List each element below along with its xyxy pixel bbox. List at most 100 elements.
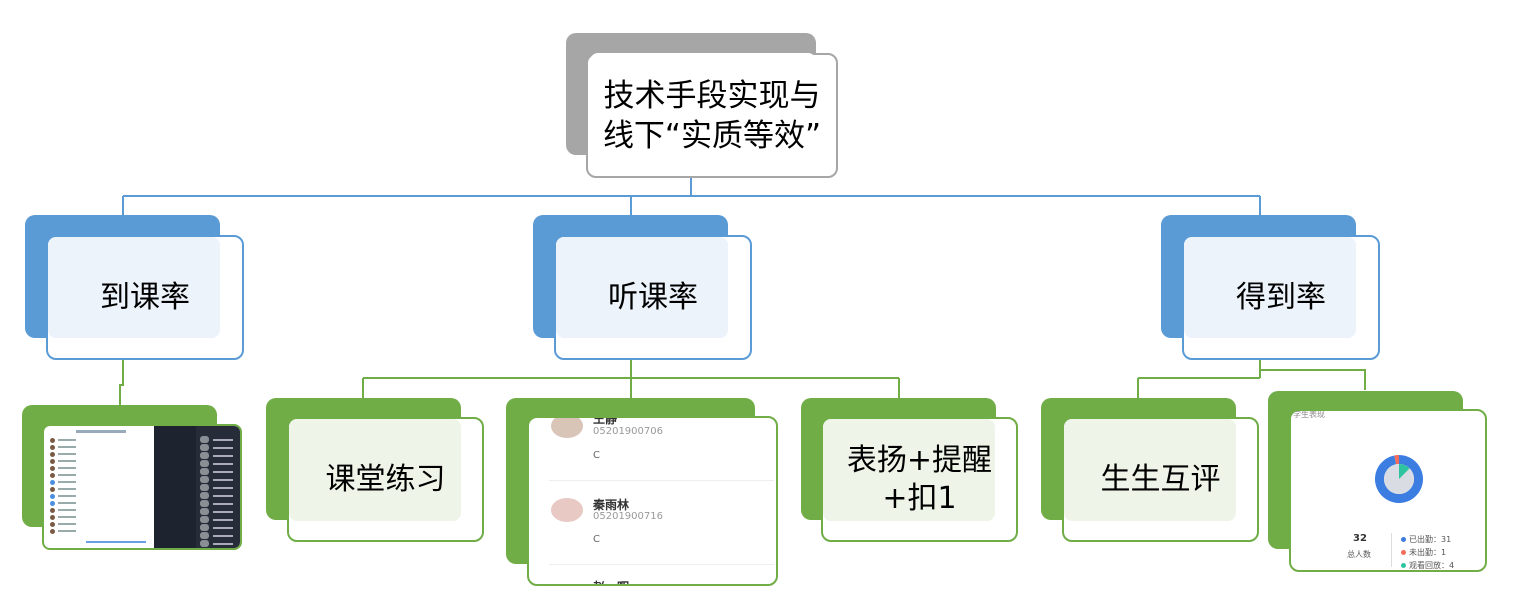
attendance-shot-row xyxy=(50,452,150,457)
answer-name-2: 秦雨林 xyxy=(593,498,630,512)
answer-name-3: 赵…晖 xyxy=(593,578,629,584)
legend-dot-absent xyxy=(1401,550,1406,555)
attendance-shot-name-bar xyxy=(58,439,76,441)
praise-node-fill xyxy=(823,419,995,521)
attendance-shot-side-thumb xyxy=(200,500,209,507)
attendance-shot-avatar xyxy=(50,501,55,506)
attendance-shot-side-bar xyxy=(213,479,233,481)
attendance-shot-name-bar xyxy=(58,446,76,448)
attendance-shot-row xyxy=(50,501,150,506)
connector-root-level1 xyxy=(122,178,1261,215)
attendance-shot-avatar xyxy=(50,487,55,492)
attendance-shot-name-bar xyxy=(58,481,76,483)
gain-node-fill xyxy=(1184,237,1356,338)
listening-node-label: 听课率 xyxy=(608,279,698,315)
attendance-shot-side-bar xyxy=(213,487,233,489)
donut-replay xyxy=(1399,464,1410,479)
attendance-shot-side-bar xyxy=(213,447,233,449)
answer-choice-2: C xyxy=(593,534,600,545)
attendance-shot-side-bar xyxy=(213,543,233,545)
praise-node: 表扬+提醒 +扣1 xyxy=(821,417,1018,542)
attendance-shot-avatar xyxy=(50,438,55,443)
attendance-shot-header xyxy=(76,430,126,433)
attendance-shot-name-bar xyxy=(58,453,76,455)
answers-screenshot: 王静 05201900706 C 秦雨林 05201900716 C 赵…晖 xyxy=(527,416,778,586)
attendance-shot-avatar xyxy=(50,494,55,499)
exercise-node-label: 课堂练习 xyxy=(325,461,446,497)
listening-node-fill xyxy=(556,237,728,338)
attendance-shot-side-bar xyxy=(213,535,233,537)
stats-total-label: 总人数 xyxy=(1347,550,1371,559)
attendance-shot-side-thumb xyxy=(200,516,209,523)
attendance-shot-side-bar xyxy=(213,455,233,457)
attendance-shot-side-thumb xyxy=(200,508,209,515)
peer-review-node: 生生互评 xyxy=(1062,417,1259,542)
attendance-shot-side-thumb xyxy=(200,492,209,499)
answer-separator-1 xyxy=(549,480,774,481)
answer-avatar-1 xyxy=(551,418,583,438)
attendance-shot-side-thumb xyxy=(200,460,209,467)
attendance-shot-avatar xyxy=(50,473,55,478)
root-node-fill xyxy=(590,53,816,156)
attendance-shot-avatar xyxy=(50,515,55,520)
attendance-shot-side-thumb xyxy=(200,484,209,491)
legend-dot-present xyxy=(1401,537,1406,542)
stats-title: 学生表现 xyxy=(1293,410,1325,419)
peer-review-node-fill xyxy=(1064,419,1236,521)
legend-replay: 观看回放：4 xyxy=(1409,561,1455,570)
attendance-shot-side-row xyxy=(200,476,238,483)
attendance-shot-footer xyxy=(86,541,146,543)
exercise-node-fill xyxy=(289,419,461,521)
stats-total-value: 32 xyxy=(1353,533,1367,544)
attendance-shot-avatar xyxy=(50,452,55,457)
attendance-shot-side-row xyxy=(200,532,238,539)
attendance-shot-side-thumb xyxy=(200,524,209,531)
attendance-shot-side-row xyxy=(200,436,238,443)
attendance-shot-name-bar xyxy=(58,488,76,490)
attendance-shot-side-bar xyxy=(213,503,233,505)
answer-id-2: 05201900716 xyxy=(593,511,663,522)
attendance-shot-side-bar xyxy=(213,463,233,465)
gain-node: 得到率 xyxy=(1182,235,1380,360)
attendance-shot-name-bar xyxy=(58,516,76,518)
attendance-shot-side-bar xyxy=(213,511,233,513)
peer-review-node-label: 生生互评 xyxy=(1100,461,1221,497)
donut-absent xyxy=(1394,455,1399,465)
attendance-shot-side-thumb xyxy=(200,436,209,443)
attendance-shot-list-panel xyxy=(46,428,154,546)
attendance-shot-side-bar xyxy=(213,471,233,473)
root-node-label: 技术手段实现与 线下“实质等效” xyxy=(602,77,822,154)
legend-dot-replay xyxy=(1401,563,1406,568)
gain-node-label: 得到率 xyxy=(1236,279,1326,315)
attendance-shot-side-thumb xyxy=(200,444,209,451)
attendance-shot-side-thumb xyxy=(200,452,209,459)
attendance-shot-name-bar xyxy=(58,523,76,525)
attendance-node-label: 到课率 xyxy=(100,279,190,315)
attendance-shot-row xyxy=(50,522,150,527)
attendance-shot-side-row xyxy=(200,444,238,451)
attendance-node-fill xyxy=(48,237,220,338)
attendance-shot-rows xyxy=(46,438,154,538)
exercise-node: 课堂练习 xyxy=(287,417,484,542)
attendance-shot-side-thumb xyxy=(200,532,209,539)
attendance-shot-row xyxy=(50,473,150,478)
attendance-shot-row xyxy=(50,494,150,499)
root-node: 技术手段实现与 线下“实质等效” xyxy=(586,53,838,178)
attendance-shot-name-bar xyxy=(58,460,76,462)
attendance-shot-side-bar xyxy=(213,495,233,497)
connector-listen-children xyxy=(362,360,900,398)
attendance-shot-row xyxy=(50,480,150,485)
attendance-shot-side-panel xyxy=(196,426,240,548)
attendance-shot-avatar xyxy=(50,459,55,464)
attendance-shot-name-bar xyxy=(58,467,76,469)
answer-name-1: 王静 xyxy=(593,416,618,426)
attendance-shot-side-bar xyxy=(213,527,233,529)
attendance-shot-name-bar xyxy=(58,502,76,504)
attendance-shot-side-row xyxy=(200,452,238,459)
stats-divider xyxy=(1391,533,1392,567)
praise-node-label: 表扬+提醒 +扣1 xyxy=(846,442,993,516)
attendance-shot-avatar xyxy=(50,508,55,513)
attendance-shot-side-row xyxy=(200,484,238,491)
attendance-shot-avatar xyxy=(50,445,55,450)
